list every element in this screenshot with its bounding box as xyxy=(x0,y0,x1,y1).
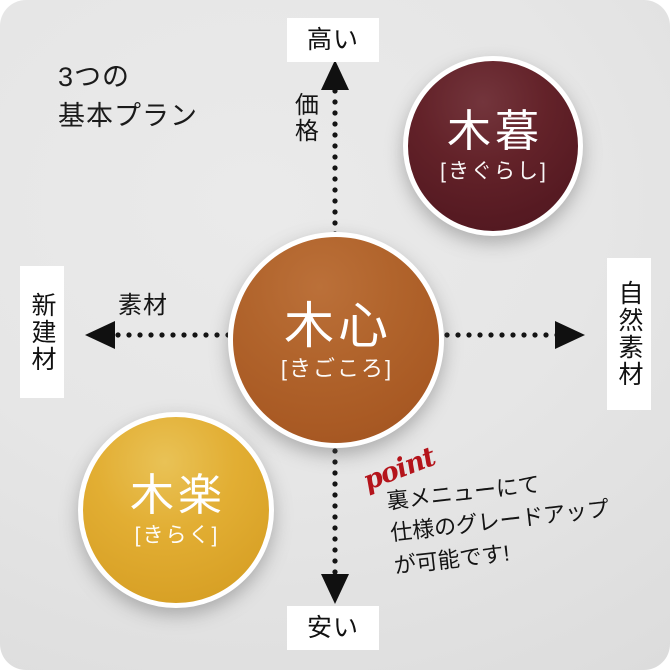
axis-endcap-natural-material: 自然素材 xyxy=(607,258,651,410)
plan-bubble-kiraku[interactable]: 木楽 [きらく] xyxy=(78,412,274,608)
page-title: 3つの 基本プラン xyxy=(58,62,198,132)
arrow-left-icon xyxy=(85,321,115,349)
axis-name-material-label: 素材 xyxy=(118,292,168,319)
axis-endcap-natural-material-label: 自然素材 xyxy=(615,280,643,388)
arrow-right-icon xyxy=(555,321,585,349)
arrow-up-icon xyxy=(321,60,349,90)
plan-bubble-kigokoro-kanji: 木心 xyxy=(284,297,392,354)
axis-endcap-high-label: 高い xyxy=(306,26,359,54)
axis-line-vertical-lower xyxy=(332,448,338,576)
axis-line-vertical-upper xyxy=(332,88,338,232)
axis-endcap-new-material: 新建材 xyxy=(20,266,64,398)
axis-line-horizontal-right xyxy=(444,332,555,338)
plan-bubble-kigokoro[interactable]: 木心 [きごころ] xyxy=(228,232,444,448)
arrow-down-icon xyxy=(321,574,349,604)
plan-bubble-kigurashi-kana: [きぐらし] xyxy=(440,160,548,183)
plan-bubble-kigurashi-kanji: 木暮 xyxy=(447,107,543,156)
axis-endcap-high: 高い xyxy=(287,18,379,62)
axis-line-horizontal-left xyxy=(115,332,228,338)
axis-endcap-new-material-label: 新建材 xyxy=(28,291,56,373)
axis-name-price: 価格 xyxy=(290,92,318,144)
axis-name-price-label: 価格 xyxy=(290,92,318,144)
axis-name-material: 素材 xyxy=(118,292,168,319)
plan-bubble-kigurashi[interactable]: 木暮 [きぐらし] xyxy=(403,56,583,236)
plan-bubble-kiraku-kanji: 木楽 xyxy=(130,471,226,520)
plan-bubble-kiraku-kana: [きらく] xyxy=(134,524,220,547)
axis-endcap-low: 安い xyxy=(287,606,379,650)
axis-endcap-low-label: 安い xyxy=(306,614,359,642)
plan-bubble-kigokoro-kana: [きごころ] xyxy=(280,355,394,381)
